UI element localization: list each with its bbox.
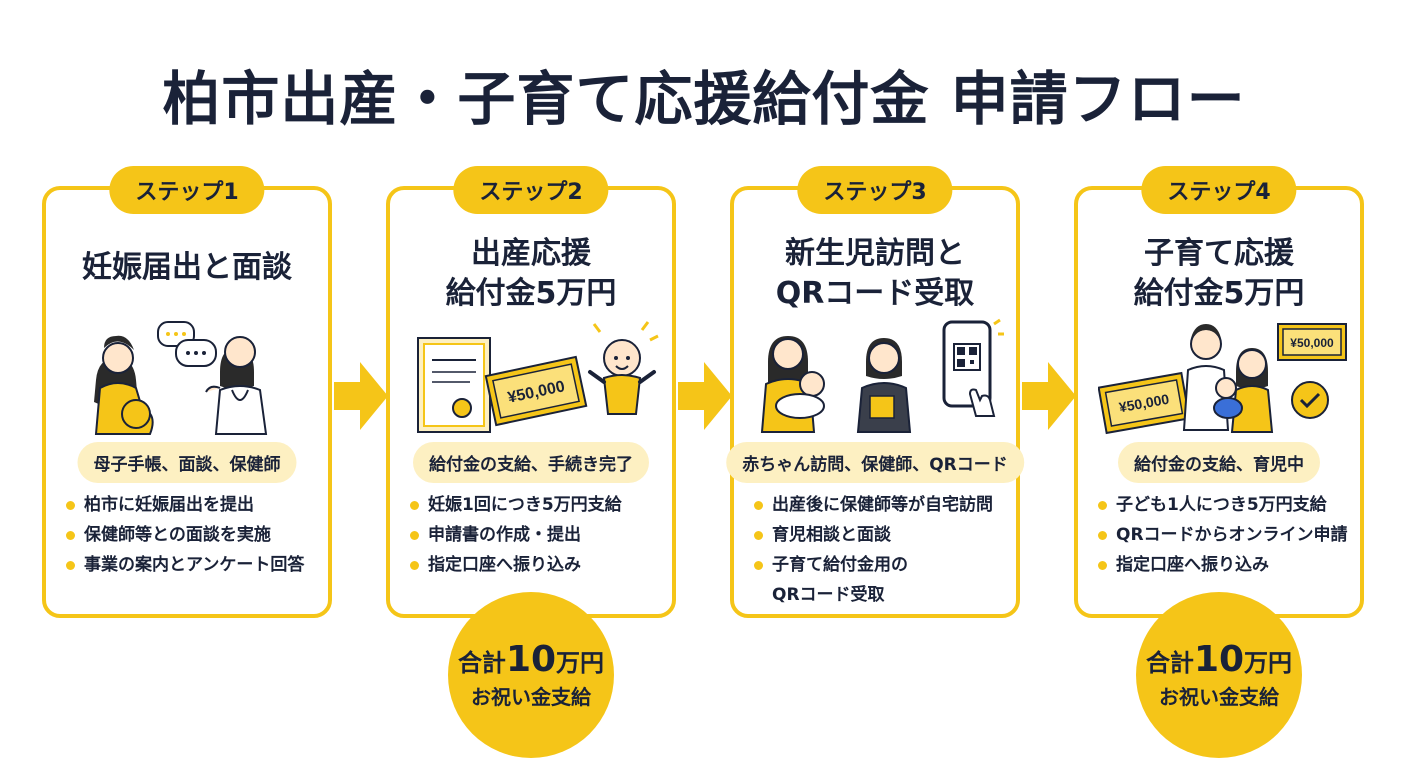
- list-item: 指定口座へ振り込み: [1098, 550, 1350, 580]
- family-icon: [1182, 324, 1274, 433]
- step-tag: 給付金の支給、育児中: [1118, 442, 1320, 483]
- step-2-card: ステップ2 出産応援 給付金5万円 ¥50,000 給付金の支給、手続き完了 妊…: [386, 166, 676, 618]
- list-item: 柏市に妊娠届出を提出: [66, 490, 318, 520]
- list-item: 出産後に保健師等が自宅訪問: [754, 490, 1006, 520]
- step-bullets: 妊娠1回につき5万円支給 申請書の作成・提出 指定口座へ振り込み: [410, 490, 662, 580]
- list-item: 保健師等との面談を実施: [66, 520, 318, 550]
- list-item: 子育て給付金用の QRコード受取: [754, 550, 1006, 610]
- step-1-illustration: [94, 321, 268, 435]
- step-title-line-2: 給付金5万円: [445, 276, 617, 311]
- mother-baby-icon: [760, 336, 825, 433]
- total-badge-step-2: 合計10万円 お祝い金支給: [448, 592, 614, 758]
- list-item: QRコードからオンライン申請: [1098, 520, 1350, 550]
- speech-bubbles-icon: [157, 321, 217, 367]
- step-title-line-2: 給付金5万円: [1133, 276, 1305, 311]
- total-badge-step-4: 合計10万円 お祝い金支給: [1136, 592, 1302, 758]
- smartphone-qr-icon: [942, 318, 1004, 417]
- step-title-line-2: QRコード受取: [775, 276, 975, 311]
- check-circle-icon: [1291, 381, 1329, 419]
- page-title: 柏市出産・子育て応援給付金 申請フロー: [162, 65, 1246, 133]
- step-3-card: ステップ3 新生児訪問と QRコード受取 赤ちゃん訪問、保健師、QRコード 出産…: [726, 166, 1024, 618]
- total-caption: お祝い金支給: [1159, 684, 1279, 709]
- step-tag: 給付金の支給、手続き完了: [413, 442, 649, 483]
- doctor-icon: [205, 336, 268, 435]
- total-caption: お祝い金支給: [471, 684, 591, 709]
- list-item: 妊娠1回につき5万円支給: [410, 490, 662, 520]
- voucher-amount: ¥50,000: [1290, 336, 1334, 350]
- total-amount-line: 合計10万円: [1145, 638, 1293, 680]
- arrow-right-icon: [678, 362, 732, 430]
- step-1-card: ステップ1 妊娠届出と面談 母子手帳、面談、保健師 柏市に妊娠届出を提出 保健師…: [42, 166, 332, 618]
- step-4-card: ステップ4 子育て応援 給付金5万円 ¥50,000 ¥50,000 給付金: [1074, 166, 1364, 618]
- list-item: 申請書の作成・提出: [410, 520, 662, 550]
- pregnant-woman-icon: [94, 335, 154, 435]
- step-tag: 母子手帳、面談、保健師: [77, 442, 297, 483]
- nurse-icon: [856, 338, 912, 433]
- arrow-right-icon: [334, 362, 388, 430]
- certificate-icon: [417, 337, 491, 433]
- step-bullets: 子ども1人につき5万円支給 QRコードからオンライン申請 指定口座へ振り込み: [1098, 490, 1350, 580]
- step-4-illustration: ¥50,000 ¥50,000: [1098, 323, 1347, 435]
- step-tag: 赤ちゃん訪問、保健師、QRコード: [726, 442, 1024, 483]
- total-amount-line: 合計10万円: [457, 638, 605, 680]
- step-title: 妊娠届出と面談: [82, 250, 292, 285]
- step-title-line-1: 出産応援: [471, 236, 591, 271]
- arrow-right-icon: [1022, 362, 1076, 430]
- voucher-icon: ¥50,000: [1277, 323, 1347, 361]
- step-title-line-1: 子育て応援: [1144, 236, 1294, 271]
- step-bullets: 出産後に保健師等が自宅訪問 育児相談と面談 子育て給付金用の QRコード受取: [754, 490, 1006, 610]
- list-item: 指定口座へ振り込み: [410, 550, 662, 580]
- step-badge: ステップ4: [1141, 166, 1297, 214]
- step-badge: ステップ1: [109, 166, 265, 214]
- step-badge: ステップ2: [453, 166, 609, 214]
- list-item: 子ども1人につき5万円支給: [1098, 490, 1350, 520]
- baby-icon: [588, 321, 659, 415]
- list-item: 事業の案内とアンケート回答: [66, 550, 318, 580]
- step-3-illustration: [760, 318, 1004, 433]
- step-badge: ステップ3: [797, 166, 953, 214]
- step-title-line-1: 新生児訪問と: [785, 236, 965, 271]
- list-item: 育児相談と面談: [754, 520, 1006, 550]
- voucher-icon: ¥50,000: [1098, 371, 1191, 435]
- voucher-icon: ¥50,000: [484, 355, 588, 427]
- step-2-illustration: ¥50,000: [417, 321, 659, 433]
- step-bullets: 柏市に妊娠届出を提出 保健師等との面談を実施 事業の案内とアンケート回答: [66, 490, 318, 580]
